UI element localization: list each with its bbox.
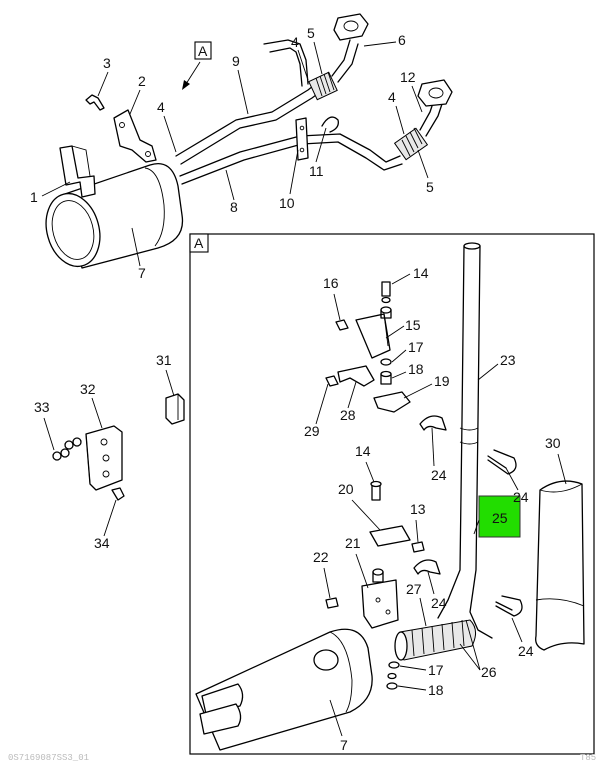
footer-left: 0S7169087SS3_01 [8, 753, 89, 761]
callout-24-a: 24 [431, 467, 447, 483]
callout-30: 30 [545, 435, 561, 451]
footer-right: T85 [580, 753, 596, 761]
callout-8: 8 [230, 199, 238, 215]
tail-pipe-23[interactable] [437, 242, 493, 639]
callout-4-upper: 4 [291, 34, 299, 50]
clamp-half-24-a[interactable] [419, 415, 447, 431]
view-flag-a[interactable]: A [182, 41, 212, 90]
clamp-half-24-b[interactable] [413, 559, 441, 575]
callout-4-lower: 4 [388, 89, 396, 105]
callout-14-lower: 14 [355, 443, 371, 459]
bracket-20[interactable] [369, 525, 411, 547]
callout-28: 28 [340, 407, 356, 423]
left-parts: 31 32 33 34 [34, 352, 185, 551]
bolt-14-lower[interactable] [370, 480, 382, 501]
callout-21: 21 [345, 535, 361, 551]
bolt-22[interactable] [325, 597, 339, 609]
callout-14-top: 14 [413, 265, 429, 281]
callout-6: 6 [398, 32, 406, 48]
callout-34: 34 [94, 535, 110, 551]
detail-flag-label: A [194, 235, 204, 251]
pipe-to-flange-12[interactable] [417, 79, 453, 137]
callout-26: 26 [481, 664, 497, 680]
callout-5-upper: 5 [307, 25, 315, 41]
u-bolt-24-upper[interactable] [487, 449, 517, 475]
callout-11: 11 [309, 163, 324, 179]
callout-19: 19 [434, 373, 450, 389]
detail-view-a: A [189, 233, 595, 755]
pipe-8[interactable] [179, 133, 403, 185]
callout-1: 1 [30, 189, 38, 205]
flex-coupling-lower[interactable] [393, 127, 429, 161]
callout-7-top: 7 [138, 265, 146, 281]
detail-frame [189, 233, 595, 755]
pipe-to-flange-6[interactable] [331, 13, 369, 83]
muffler-top[interactable] [38, 163, 184, 273]
heat-shield-30[interactable] [535, 480, 585, 651]
bracket-1[interactable] [59, 145, 96, 198]
callout-16: 16 [323, 275, 339, 291]
bracket-31[interactable] [165, 393, 185, 425]
bolt-3[interactable] [85, 94, 105, 111]
callout-27: 27 [406, 581, 422, 597]
callout-3: 3 [103, 55, 111, 71]
top-assembly: A [30, 13, 453, 281]
callout-2: 2 [138, 73, 146, 89]
bracket-19[interactable] [373, 391, 411, 413]
bracket-2[interactable] [113, 109, 157, 163]
callout-20: 20 [338, 481, 354, 497]
bolt-16[interactable] [335, 319, 349, 331]
callout-10: 10 [279, 195, 295, 211]
callout-5-lower: 5 [426, 179, 434, 195]
callout-12: 12 [400, 69, 416, 85]
part-25-highlight[interactable]: 25 [473, 495, 521, 538]
callout-23: 23 [500, 352, 516, 368]
bracket-21[interactable] [361, 568, 399, 629]
muffler-detail[interactable] [195, 628, 373, 751]
callout-33: 33 [34, 399, 50, 415]
detail-flag [189, 233, 209, 253]
spacers-17-18-bottom[interactable] [386, 661, 400, 690]
bolt-34[interactable] [111, 487, 125, 501]
callout-25: 25 [492, 510, 508, 526]
bracket-15[interactable] [355, 313, 391, 359]
view-flag-a-label: A [198, 43, 208, 59]
callout-29: 29 [304, 423, 320, 439]
callout-17-top: 17 [408, 339, 424, 355]
u-bolt-24-lower[interactable] [495, 595, 523, 617]
callouts-top: 1 2 3 4 4 5 6 7 8 9 10 11 12 4 [30, 25, 434, 281]
clamp-11[interactable] [321, 116, 339, 133]
bolt-13[interactable] [411, 541, 425, 553]
callout-22: 22 [313, 549, 329, 565]
callout-9: 9 [232, 53, 240, 69]
spacers-33[interactable] [52, 437, 82, 461]
callout-24-d: 24 [518, 643, 534, 659]
callout-24-b: 24 [513, 489, 529, 505]
callout-18-bottom: 18 [428, 682, 444, 698]
flex-pipe-27[interactable] [394, 619, 476, 661]
callout-32: 32 [80, 381, 96, 397]
bracket-32[interactable] [85, 425, 123, 491]
bolt-29[interactable] [325, 375, 339, 387]
callout-17-bottom: 17 [428, 662, 444, 678]
callout-13: 13 [410, 501, 426, 517]
callout-18-top: 18 [408, 361, 424, 377]
flex-coupling-upper[interactable] [308, 71, 338, 101]
spacers-14-top[interactable] [380, 281, 392, 319]
callout-7-detail: 7 [340, 737, 348, 753]
clamp-10[interactable] [295, 117, 309, 161]
callout-4-left: 4 [157, 99, 165, 115]
spacers-17-18-top[interactable] [380, 358, 392, 385]
callout-24-c: 24 [431, 595, 447, 611]
callout-31: 31 [156, 352, 172, 368]
bracket-28[interactable] [337, 365, 375, 387]
callout-15: 15 [405, 317, 421, 333]
